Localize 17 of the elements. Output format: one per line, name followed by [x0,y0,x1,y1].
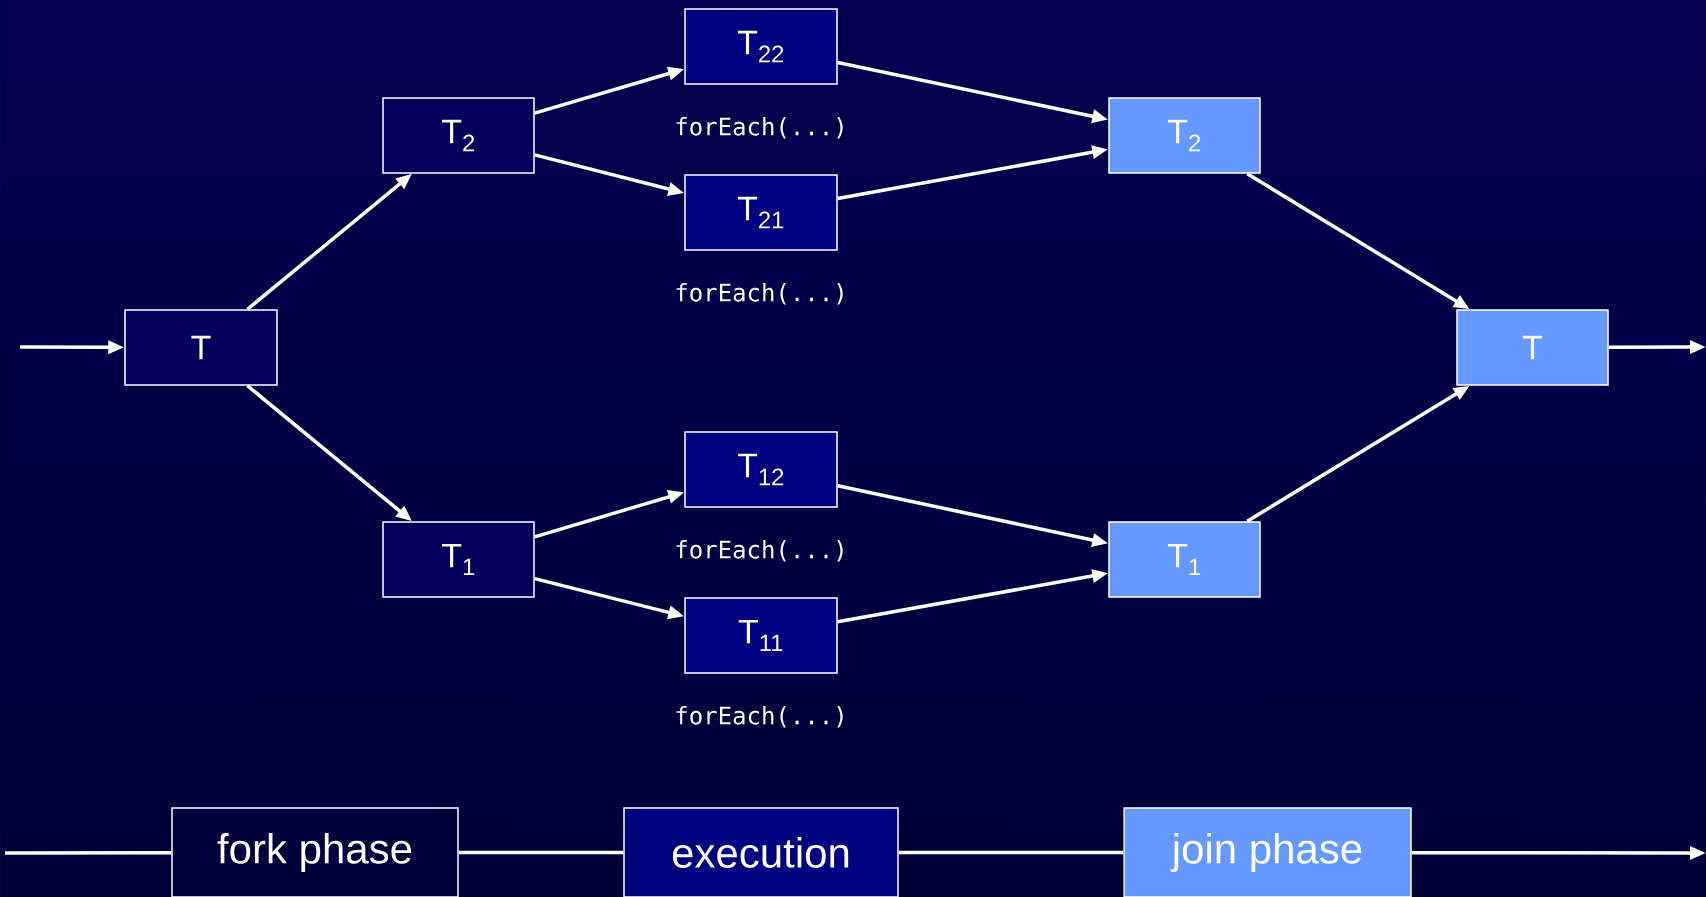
task-box: T [124,309,278,386]
task-box: T$_{1}$ [382,521,535,598]
method-label: forEach(...) [676,283,843,305]
task-box: T$_{2}$ [382,97,535,174]
task-box: T$_{11}$ [684,597,838,674]
method-label: forEach(...) [676,117,843,139]
method-label: forEach(...) [676,540,843,562]
task-box: T$_{21}$ [684,174,838,251]
phase-box: fork phase [171,807,459,897]
method-label: forEach(...) [676,706,843,728]
task-box: T [1456,309,1609,386]
task-box: T$_{12}$ [684,431,838,508]
task-box: T$_{1}$ [1108,521,1261,598]
task-box: T$_{22}$ [684,8,838,85]
task-box: T$_{2}$ [1108,97,1261,174]
phase-box: join phase [1123,807,1412,897]
phase-box: execution [623,807,899,897]
